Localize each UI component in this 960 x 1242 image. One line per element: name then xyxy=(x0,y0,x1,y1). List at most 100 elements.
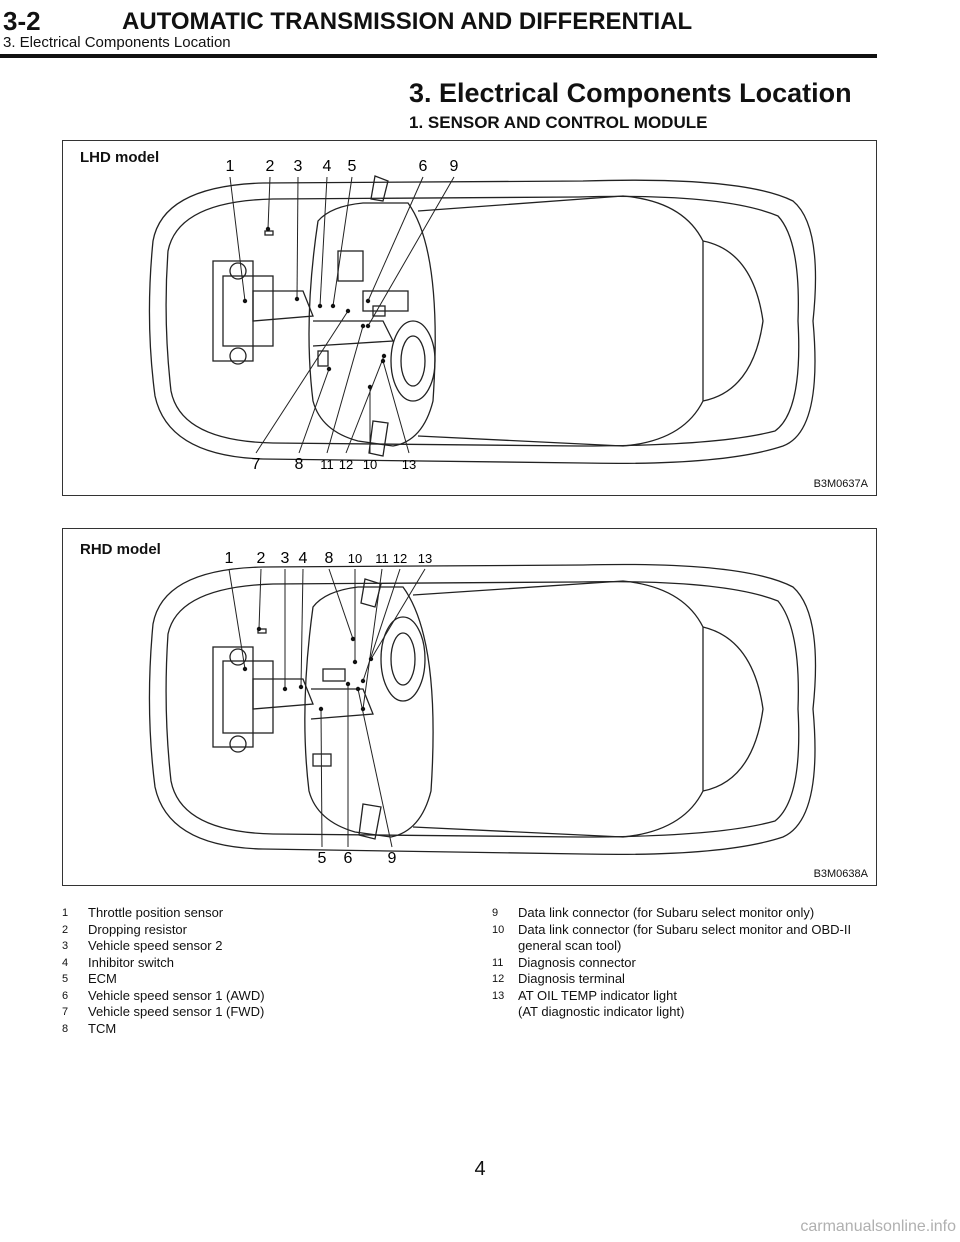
leader-line xyxy=(367,176,424,302)
legend-number: 7 xyxy=(62,1006,69,1018)
callout-13: 13 xyxy=(418,551,432,566)
callout-13: 13 xyxy=(402,457,416,472)
legend-text-continued: (AT diagnostic indicator light) xyxy=(518,1004,685,1019)
legend-text: Diagnosis terminal xyxy=(518,971,625,986)
legend-item: 7 Vehicle speed sensor 1 (FWD) xyxy=(62,1004,462,1021)
leader-line xyxy=(326,325,364,454)
leader-line xyxy=(296,176,299,300)
component-marker xyxy=(256,626,262,632)
figure-label: RHD model xyxy=(80,541,161,558)
callout-12: 12 xyxy=(393,551,407,566)
component-marker xyxy=(350,636,356,642)
legend-text-continued: general scan tool) xyxy=(518,938,622,953)
figure-label: LHD model xyxy=(80,149,160,166)
component-marker xyxy=(242,666,248,672)
callout-1: 1 xyxy=(225,550,234,567)
chapter-title: AUTOMATIC TRANSMISSION AND DIFFERENTIAL xyxy=(122,8,693,35)
callout-10: 10 xyxy=(363,457,377,472)
legend-number: 6 xyxy=(62,989,69,1002)
page-code: 3-2 xyxy=(3,6,41,36)
legend-text: Diagnosis connector xyxy=(518,954,636,970)
legend-item: 6 Vehicle speed sensor 1 (AWD) xyxy=(62,988,462,1005)
leader-line xyxy=(320,708,323,848)
component-marker xyxy=(365,298,371,304)
callout-4: 4 xyxy=(299,550,308,567)
legend-text: ECM xyxy=(88,971,117,986)
component-marker xyxy=(326,366,332,372)
callout-11: 11 xyxy=(320,457,334,472)
callout-1: 1 xyxy=(226,158,235,175)
component-marker xyxy=(352,659,358,665)
legend-text: Data link connector (for Subaru select m… xyxy=(518,905,815,920)
leader-line xyxy=(345,355,385,454)
callout-2: 2 xyxy=(266,158,275,175)
component-marker xyxy=(298,684,304,690)
legend-item: 11 Diagnosis connector xyxy=(492,955,882,972)
leader-line xyxy=(328,568,354,640)
component-marker xyxy=(317,303,323,309)
legend-item: 13 AT OIL TEMP indicator light(AT diagnos… xyxy=(492,988,882,1021)
legend-number: 1 xyxy=(62,907,69,919)
figure-code: B3M0638A xyxy=(813,868,868,880)
callout-8: 8 xyxy=(295,456,304,473)
callout-9: 9 xyxy=(388,850,397,867)
legend-text: Vehicle speed sensor 1 (AWD) xyxy=(88,987,265,1003)
leader-line xyxy=(362,568,383,710)
callout-6: 6 xyxy=(419,158,428,175)
page-number: 4 xyxy=(474,1158,486,1180)
component-marker xyxy=(368,656,374,662)
legend-number: 8 xyxy=(62,1022,69,1035)
callout-9: 9 xyxy=(450,158,459,175)
component-marker xyxy=(360,323,366,329)
component-marker xyxy=(367,384,373,390)
callout-5: 5 xyxy=(318,850,327,867)
callout-11: 11 xyxy=(375,551,389,566)
leader-line xyxy=(332,176,353,307)
legend-text: Vehicle speed sensor 1 (FWD) xyxy=(88,1004,265,1019)
leader-line xyxy=(298,368,330,454)
callout-4: 4 xyxy=(323,158,332,175)
section-subtitle: 1. SENSOR AND CONTROL MODULE xyxy=(409,113,708,132)
legend-number: 13 xyxy=(492,989,505,1002)
callout-6: 6 xyxy=(344,850,353,867)
callout-7: 7 xyxy=(252,456,261,473)
callout-10: 10 xyxy=(348,551,362,566)
watermark: carmanualsonline.info xyxy=(800,1218,956,1235)
callout-5: 5 xyxy=(348,158,357,175)
leader-line xyxy=(300,568,304,688)
component-marker xyxy=(380,358,386,364)
leader-line xyxy=(362,568,401,682)
component-marker xyxy=(360,706,366,712)
component-marker xyxy=(318,706,324,712)
component-marker xyxy=(265,226,271,232)
legend-text: Dropping resistor xyxy=(88,921,187,937)
component-marker xyxy=(345,308,351,314)
component-marker xyxy=(355,686,361,692)
component-marker xyxy=(242,298,248,304)
component-marker xyxy=(360,678,366,684)
section-title: 3. Electrical Components Location xyxy=(409,78,852,108)
chapter-subtitle: 3. Electrical Components Location xyxy=(3,34,231,51)
header-rule xyxy=(0,54,877,58)
legend-number: 4 xyxy=(62,956,69,969)
leader-line xyxy=(228,568,246,670)
leader-line xyxy=(382,360,410,454)
legend-number: 11 xyxy=(492,956,504,969)
legend-text: AT OIL TEMP indicator light xyxy=(518,987,677,1003)
leader-line xyxy=(319,176,328,307)
callout-2: 2 xyxy=(257,550,266,567)
callout-3: 3 xyxy=(294,158,303,175)
component-marker xyxy=(282,686,288,692)
component-marker xyxy=(330,303,336,309)
component-marker xyxy=(345,681,351,687)
